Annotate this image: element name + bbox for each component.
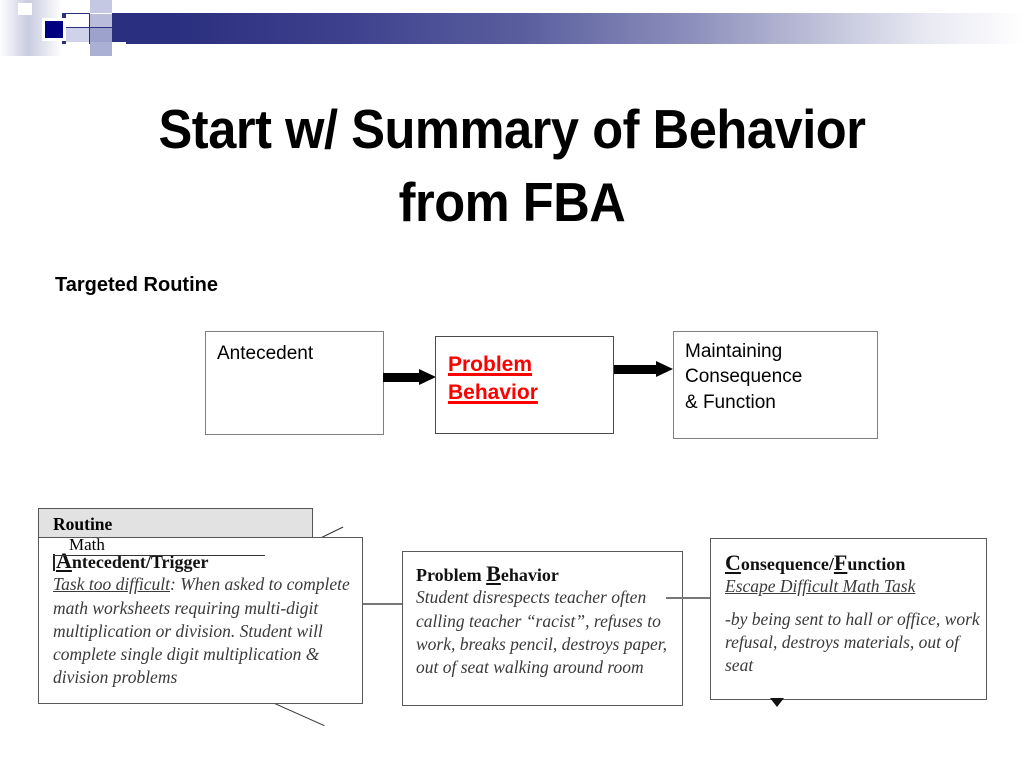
gradient-bar	[60, 13, 1024, 44]
targeted-routine-label: Targeted Routine	[55, 274, 218, 296]
panel3-body-rest: -by being sent to hall or office, work r…	[725, 608, 980, 676]
flow-box-problem-behavior: Problem Behavior	[435, 336, 614, 434]
panel3-heading-mid: onsequence/	[740, 554, 834, 574]
slide-header-decoration	[0, 0, 1024, 56]
arrow-antecedent-to-problem	[383, 369, 436, 386]
deco-square-12	[90, 42, 112, 56]
deco-square-6	[90, 0, 112, 13]
arrow-problem-to-consequence	[614, 361, 674, 378]
panel3-body-underlined: Escape Difficult Math Task	[725, 575, 986, 598]
routine-header-field: RoutineMath	[38, 508, 313, 556]
text-cursor-bar	[53, 554, 55, 571]
panel2-body: Student disrespects teacher often callin…	[416, 587, 667, 678]
flow-box-problem-line1: Problem	[448, 353, 533, 376]
form-panel-problem-behavior: Problem Behavior Student disrespects tea…	[402, 551, 683, 706]
deco-square-8	[90, 14, 112, 27]
deco-square-13	[112, 42, 126, 56]
arrow-shaft	[614, 365, 657, 374]
panel2-heading-pre: Problem	[416, 565, 487, 585]
flow-box-antecedent-label: Antecedent	[217, 343, 314, 364]
panel3-heading-cap2: F	[833, 550, 848, 575]
panel2-heading-cap: B	[486, 561, 501, 586]
flow-box-maintaining-label: Maintaining Consequence & Function	[685, 341, 803, 413]
flow-box-antecedent: Antecedent	[205, 331, 384, 435]
down-arrow-icon	[770, 698, 784, 707]
page-title: Start w/ Summary of Behavior from FBA	[158, 97, 866, 233]
deco-square-7	[66, 14, 89, 27]
panel3-heading-rest: unction	[847, 554, 906, 574]
arrow-shaft	[383, 373, 420, 382]
arrow-head	[656, 361, 673, 377]
flow-box-problem-line2: Behavior	[448, 381, 538, 405]
form-panel-antecedent-trigger: Antecedent/Trigger Task too difficult: W…	[38, 537, 363, 704]
deco-square-10	[90, 28, 112, 42]
routine-header-label: Routine	[53, 514, 113, 534]
deco-square-1	[18, 3, 32, 15]
deco-square-11	[66, 42, 89, 56]
routine-header-value: Math	[53, 535, 265, 556]
panel1-heading: Antecedent/Trigger	[53, 548, 362, 573]
panel1-heading-rest: ntecedent/Trigger	[71, 552, 209, 572]
deco-square-4	[66, 0, 89, 13]
panel2-heading-rest: ehavior	[500, 565, 559, 585]
deco-square-3	[45, 21, 63, 38]
panel3-heading: Consequence/Function	[725, 550, 986, 575]
panel3-body-underlined-text: Escape Difficult Math Task	[725, 576, 916, 597]
panel1-body-underlined: Task too difficult	[53, 574, 171, 595]
panel1-heading-cap: A	[56, 548, 72, 573]
flow-box-maintaining-consequence: Maintaining Consequence & Function	[673, 331, 878, 439]
arrow-head	[419, 369, 436, 385]
form-panel-consequence-function: Consequence/Function Escape Difficult Ma…	[710, 538, 987, 700]
panel3-body: Escape Difficult Math Task -by being sen…	[725, 575, 986, 677]
panel3-heading-cap: C	[725, 550, 741, 575]
panel1-body: Task too difficult: When asked to comple…	[53, 573, 362, 689]
panel1-body-rest: : When asked to complete math worksheets…	[53, 574, 350, 688]
deco-square-9	[66, 28, 89, 42]
connector-line	[355, 603, 403, 605]
connector-line	[666, 597, 711, 599]
panel2-heading: Problem Behavior	[416, 561, 682, 586]
